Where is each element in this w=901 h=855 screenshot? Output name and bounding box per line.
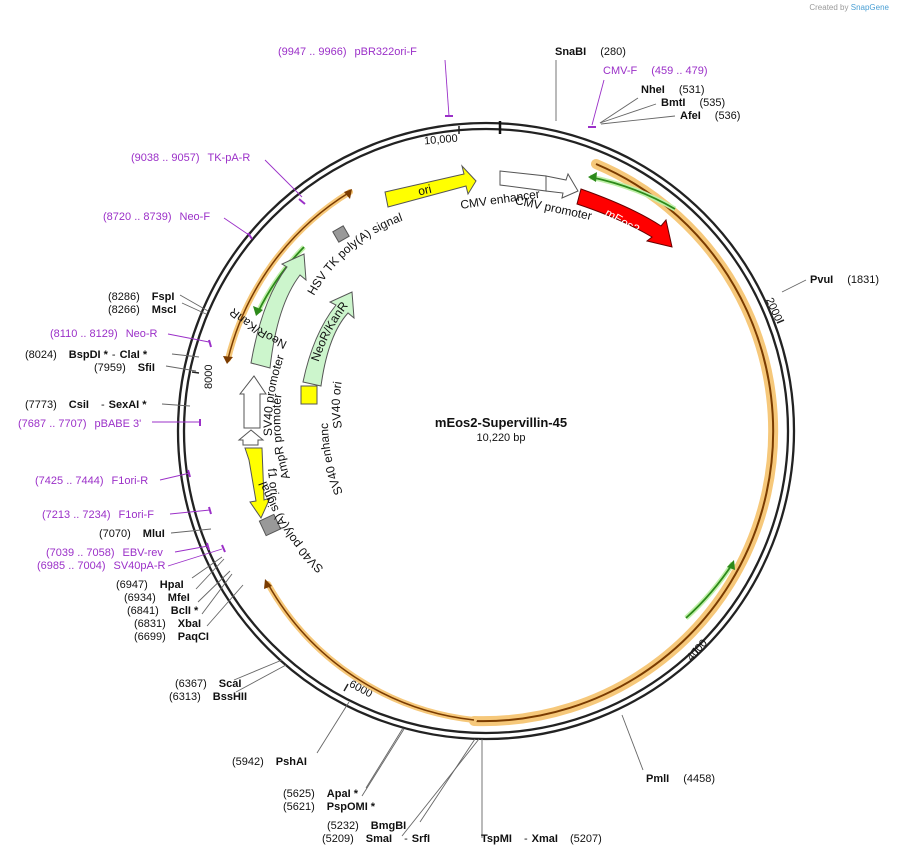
feature-neo-inner[interactable]: NeoR/KanR xyxy=(302,291,355,387)
enzyme-pspomi: (5621)PspOMI * xyxy=(283,801,376,813)
terminator-hsv xyxy=(332,225,350,243)
enzyme-scai: (6367)ScaI xyxy=(175,678,241,690)
enzyme-csii-sexai: (7773)CsiI-SexAI * xyxy=(25,399,147,411)
enzyme-smai-srfi: (5209)SmaI-SrfI xyxy=(322,833,430,845)
enzyme-pshai: (5942)PshAI xyxy=(232,756,307,768)
enzyme-bspdi-clai: (8024)BspDI *-ClaI * xyxy=(25,349,148,361)
enzyme-pvui: PvuI(1831) xyxy=(810,274,879,286)
svg-text:NeoR/KanR: NeoR/KanR xyxy=(308,299,351,363)
svg-text:ori: ori xyxy=(417,182,433,199)
primer-markers xyxy=(187,115,596,553)
enzyme-nhei: NheI(531) xyxy=(641,84,705,96)
enzyme-bsshii: (6313)BssHII xyxy=(169,691,247,703)
primer-ebv-rev: (7039 .. 7058)EBV-rev xyxy=(46,547,163,559)
cds-band-lower xyxy=(264,579,477,723)
arrowhead-icon xyxy=(344,189,352,199)
plasmid-length: 10,220 bp xyxy=(477,432,526,444)
enzyme-pmli: PmlI(4458) xyxy=(646,773,715,785)
primer-pbabe-3: (7687 .. 7707)pBABE 3' xyxy=(18,418,141,430)
snapgene-credit: Created by SnapGene xyxy=(809,3,889,12)
feature-cmv-promoter[interactable] xyxy=(545,172,579,199)
enzyme-msci: (8266)MscI xyxy=(108,304,176,316)
plasmid-name: mEos2-Supervillin-45 xyxy=(435,415,567,430)
feature-ampr-promoter[interactable] xyxy=(237,429,265,446)
arrowhead-icon xyxy=(223,356,233,364)
primer-f1ori-f: (7213 .. 7234)F1ori-F xyxy=(42,509,154,521)
enzyme-xbai: (6831)XbaI xyxy=(134,618,201,630)
backbone xyxy=(176,121,796,741)
snapgene-logo: SnapGene xyxy=(850,3,889,12)
primer-labels: (9947 .. 9966)pBR322ori-F CMV-F(459 .. 4… xyxy=(18,46,708,572)
enzyme-bmgbi: (5232)BmgBI xyxy=(327,820,406,832)
enzyme-apai: (5625)ApaI * xyxy=(283,788,359,800)
arrowhead-icon xyxy=(253,306,263,316)
terminator-sv40 xyxy=(258,513,282,537)
tick-10000: 10,000 xyxy=(424,133,459,148)
feature-sv40-ori[interactable] xyxy=(300,385,318,405)
primer-neo-f: (8720 .. 8739)Neo-F xyxy=(103,211,210,223)
feature-cmv-enhancer[interactable] xyxy=(499,170,547,192)
cds-band-right xyxy=(469,159,779,727)
enzyme-afei: AfeI(536) xyxy=(680,110,740,122)
feature-sv40-promoter[interactable] xyxy=(238,375,267,429)
enzyme-bcli: (6841)BclI * xyxy=(127,605,199,617)
tick-8000: 8000 xyxy=(203,365,215,389)
svg-text:f1 ori: f1 ori xyxy=(265,468,282,496)
primer-sv40pa-r: (6985 .. 7004)SV40pA-R xyxy=(37,560,166,572)
enzyme-mlui: (7070)MluI xyxy=(99,528,165,540)
enzyme-labels: SnaBI(280) NheI(531) BmtI(535) AfeI(536)… xyxy=(25,46,879,845)
arrowhead-icon xyxy=(264,579,272,589)
label-hsv-tk: HSV TK poly(A) signal xyxy=(304,210,404,298)
arrowhead-icon xyxy=(727,560,735,570)
primer-tk-pa-r: (9038 .. 9057)TK-pA-R xyxy=(131,152,250,164)
green-orfs xyxy=(253,172,736,620)
enzyme-bmti: BmtI(535) xyxy=(661,97,725,109)
enzyme-tspmi-xmai: TspMI-XmaI(5207) xyxy=(481,833,602,845)
primer-f1ori-r: (7425 .. 7444)F1ori-R xyxy=(35,475,148,487)
arrowhead-icon xyxy=(588,172,597,182)
enzyme-snabi: SnaBI(280) xyxy=(555,46,626,58)
primer-cmv-f: CMV-F(459 .. 479) xyxy=(603,65,708,77)
enzyme-hpai: (6947)HpaI xyxy=(116,579,184,591)
enzyme-mfei: (6934)MfeI xyxy=(124,592,190,604)
feature-f1-ori[interactable]: f1 ori xyxy=(244,447,282,520)
enzyme-sfii: (7959)SfiI xyxy=(94,362,155,374)
primer-pbr322ori-f: (9947 .. 9966)pBR322ori-F xyxy=(278,46,417,58)
feature-ori[interactable]: ori xyxy=(384,164,477,208)
enzyme-fspi: (8286)FspI xyxy=(108,291,174,303)
primer-leaders xyxy=(152,59,605,567)
enzyme-paqci: (6699)PaqCI xyxy=(134,631,209,643)
cds-band-left-top xyxy=(223,189,353,364)
label-sv40-ori: SV40 ori xyxy=(329,380,345,429)
enzyme-leaders xyxy=(161,60,807,838)
primer-neo-r: (8110 .. 8129)Neo-R xyxy=(50,328,158,340)
